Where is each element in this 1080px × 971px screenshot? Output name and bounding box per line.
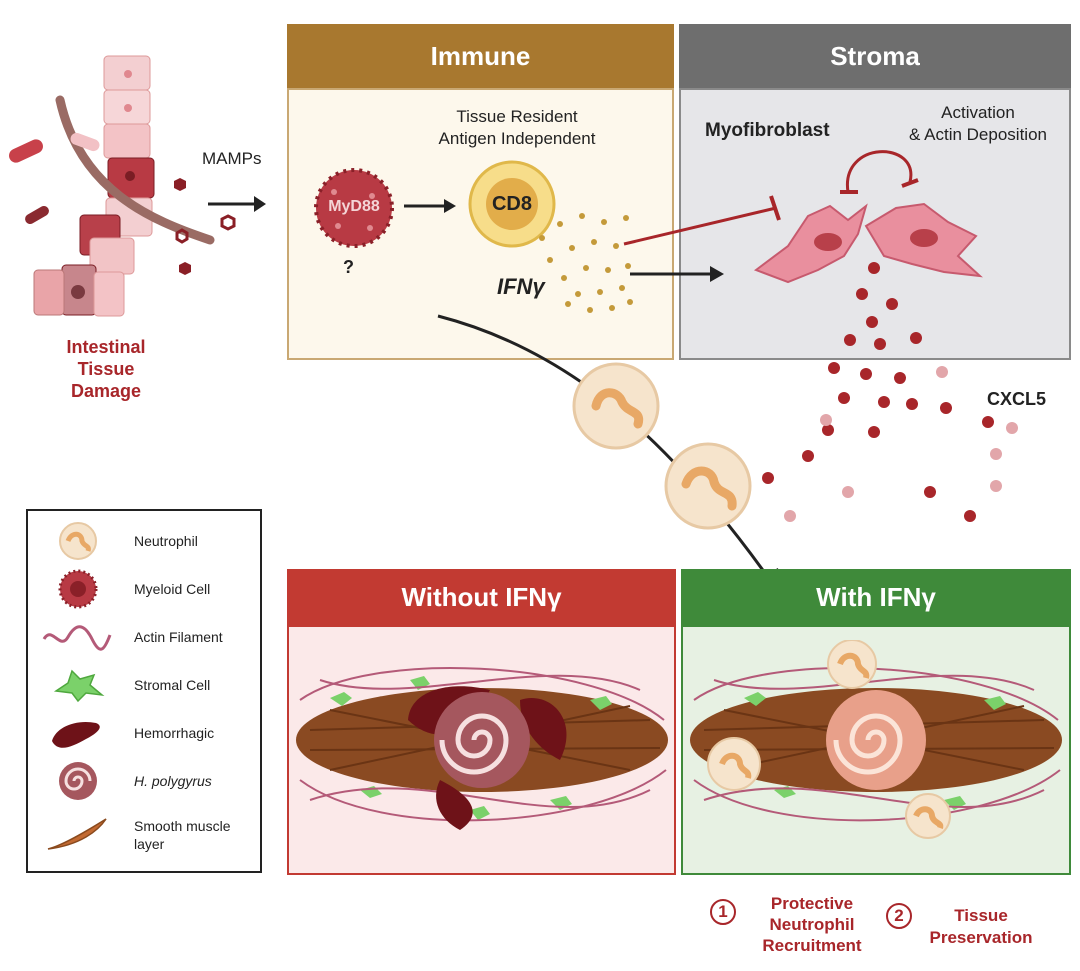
with-ifng-tissue: [690, 640, 1062, 839]
self-inhibition-loop: [846, 150, 913, 193]
tissue-resident-line1: Tissue Resident: [456, 107, 578, 126]
myofibroblast-cells: [753, 202, 983, 284]
myeloid-cell-icon: [58, 569, 98, 609]
outcome-2: 2 Tissue Preservation: [886, 897, 1046, 957]
legend-item: Myeloid Cell: [28, 565, 260, 613]
legend-label: Stromal Cell: [134, 677, 211, 693]
tissue-resident-line2: Antigen Independent: [438, 129, 596, 148]
outcome-number: 2: [886, 903, 912, 929]
with-ifng-header: With IFNγ: [681, 569, 1071, 625]
neutrophil-icon: [827, 640, 877, 689]
legend-item: Neutrophil: [28, 517, 260, 565]
activation-line2: & Actin Deposition: [909, 125, 1047, 144]
legend-label: Hemorrhagic: [134, 725, 215, 741]
immune-panel-title: Immune: [430, 40, 531, 71]
epithelium-icon: [33, 55, 155, 317]
actin-filament-icon: [42, 625, 112, 651]
question-mark: ?: [343, 257, 354, 277]
hemorrhagic-icon: [52, 721, 100, 748]
legend-label: Myeloid Cell: [134, 581, 211, 597]
stroma-panel-header: Stroma: [679, 24, 1071, 88]
outcome-line: Recruitment: [762, 936, 862, 955]
myeloid-cell-icon: [314, 168, 394, 248]
without-ifng-tissue: [296, 666, 668, 830]
outcome-number: 1: [710, 899, 736, 925]
neutrophil-icon: [572, 362, 660, 450]
cd8-label: CD8: [491, 193, 532, 215]
with-ifng-title: With IFNγ: [816, 581, 936, 612]
outcome-line: Protective: [770, 894, 854, 913]
outcome-line: Neutrophil: [769, 915, 855, 934]
myofibroblast-label: Myofibroblast: [705, 120, 830, 141]
stromal-cell-icon: [53, 669, 105, 703]
outcome-line: Preservation: [929, 928, 1033, 947]
legend-label: Neutrophil: [134, 533, 198, 549]
inhibition-line: [623, 206, 777, 246]
legend-label: H. polygyrus: [134, 773, 212, 789]
legend-item: H. polygyrus: [28, 757, 260, 805]
outcome-text: Tissue Preservation: [916, 905, 1046, 949]
ifng-particles: [539, 213, 633, 313]
neutrophil-icon: [905, 793, 951, 839]
legend-item: Actin Filament: [28, 613, 260, 661]
tissue-resident-label: Tissue Resident Antigen Independent: [410, 106, 624, 150]
legend-item: Smooth muscle layer: [28, 811, 260, 859]
outcome-line: Tissue: [954, 906, 1008, 925]
stroma-interaction-arrows: [623, 150, 919, 282]
outcome-text: Protective Neutrophil Recruitment: [744, 893, 880, 956]
without-ifng-header: Without IFNγ: [287, 569, 676, 625]
activation-line1: Activation: [941, 103, 1015, 122]
smooth-muscle-icon: [47, 818, 107, 850]
arrow-right-icon: [208, 196, 266, 212]
legend-label: Actin Filament: [134, 629, 223, 645]
h-polygyrus-icon: [59, 762, 97, 800]
intestinal-tissue-illustration: [9, 55, 236, 317]
arrow-right-icon: [404, 199, 456, 213]
ifng-label: IFNγ: [497, 274, 545, 299]
stroma-panel-title: Stroma: [830, 40, 920, 71]
neutrophil-icon: [59, 522, 97, 560]
without-ifng-title: Without IFNγ: [401, 581, 562, 612]
activation-label: Activation & Actin Deposition: [886, 102, 1070, 146]
legend-item: Stromal Cell: [28, 661, 260, 709]
legend-label: Smooth muscle layer: [134, 818, 231, 852]
cxcl5-label: CXCL5: [987, 389, 1047, 409]
legend: Neutrophil Myeloid Cell Actin Filament S…: [26, 509, 262, 873]
legend-item: Hemorrhagic: [28, 709, 260, 757]
myd88-label: MyD88: [328, 198, 380, 215]
cxcl5-particles: [762, 262, 1018, 522]
mamps-label: MAMPs: [202, 149, 262, 168]
cd8-cell-icon: [468, 160, 556, 248]
intestinal-damage-label: Intestinal Tissue Damage: [66, 337, 146, 401]
neutrophil-icon: [664, 442, 752, 530]
neutrophil-icon: [707, 737, 761, 791]
outcome-1: 1 Protective Neutrophil Recruitment: [710, 893, 880, 963]
immune-panel-header: Immune: [287, 24, 674, 88]
